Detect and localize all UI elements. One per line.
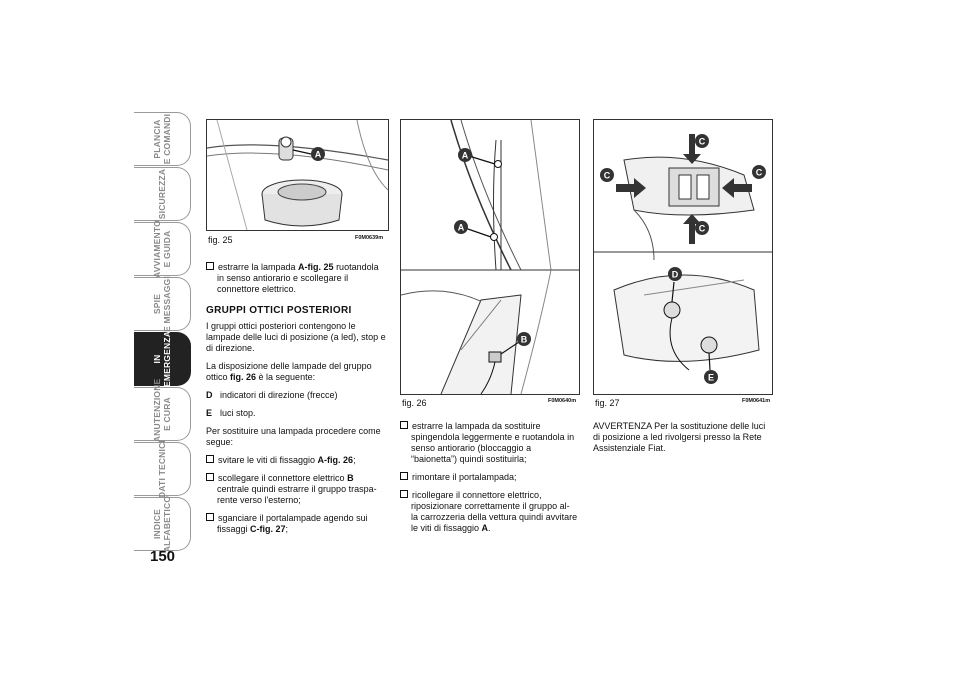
checkbox-icon: [206, 455, 214, 463]
checkbox-icon: [206, 513, 214, 521]
checkbox-icon: [206, 473, 214, 481]
figure-26: A A B: [400, 119, 580, 395]
fig27-illustration: C C C C D E: [594, 120, 772, 394]
figure-25: A: [206, 119, 389, 231]
col1-bullet-2: svitare le viti di fissaggio A-fig. 26;: [206, 455, 388, 466]
fig25-callout-a: A: [315, 150, 322, 160]
tab-indice[interactable]: INDICE ALFABETICO: [134, 496, 191, 552]
fig27-callout-c1: C: [699, 137, 706, 147]
tab-sicurezza[interactable]: SICUREZZA: [134, 167, 191, 221]
tab-avviamento[interactable]: AVVIAMENTO E GUIDA: [134, 220, 191, 278]
fig26-label: fig. 26: [402, 398, 427, 408]
warning-text: AVVERTENZA Per la sostituzione delle luc…: [593, 421, 766, 453]
section-heading: GRUPPI OTTICI POSTERIORI: [206, 305, 352, 316]
fig27-callout-d: D: [672, 270, 679, 280]
col1-bullet-3: scollegare il connettore elettrico B cen…: [206, 473, 388, 506]
fig27-callout-c2: C: [604, 171, 611, 181]
fig26-code: F0M0640m: [548, 398, 577, 404]
col1-para-2: La disposizione delle lampade del gruppo…: [206, 361, 372, 382]
fig25-label: fig. 25: [208, 235, 233, 245]
fig25-code: F0M0639m: [355, 235, 384, 241]
fig27-callout-e: E: [708, 373, 714, 383]
col2-bullet-3: ricollegare il connettore elettrico, rip…: [400, 490, 578, 534]
fig26-callout-a1: A: [462, 151, 469, 161]
tab-spie[interactable]: SPIE E MESSAGGI: [134, 276, 191, 332]
col1-para-3: Per sostituire una lampada procedere com…: [206, 426, 381, 447]
tab-dati-tecnici[interactable]: DATI TECNICI: [134, 440, 191, 498]
col1-bullet-4: sganciare il portalampade agendo sui fis…: [206, 513, 388, 535]
checkbox-icon: [400, 490, 408, 498]
column-3: AVVERTENZA Per la sostituzione delle luc…: [593, 421, 773, 461]
tab-manutenzione[interactable]: MANUTENZIONE E CURA: [134, 379, 191, 449]
fig26-callout-a2: A: [458, 223, 465, 233]
checkbox-icon: [206, 262, 214, 270]
fig27-callout-c4: C: [699, 224, 706, 234]
fig27-label: fig. 27: [595, 398, 620, 408]
col2-bullet-2: rimontare il portalampada;: [400, 472, 578, 483]
fig27-code: F0M0641m: [742, 398, 771, 404]
fig26-illustration: A A B: [401, 120, 579, 394]
page-number: 150: [150, 548, 176, 565]
fig27-callout-c3: C: [756, 168, 763, 178]
figure-27: C C C C D E: [593, 119, 773, 395]
col1-para-1: I gruppi ottici posteriori contengono le…: [206, 321, 386, 353]
checkbox-icon: [400, 472, 408, 480]
col1-bullet-1: estrarre la lampada A-fig. 25 ruotandola…: [206, 262, 388, 295]
col2-bullet-1: estrarre la lampada da sostituire spinge…: [400, 421, 578, 465]
checkbox-icon: [400, 421, 408, 429]
tab-emergenza[interactable]: IN EMERGENZA: [134, 331, 191, 387]
fig26-callout-b: B: [521, 335, 528, 345]
column-2: estrarre la lampada da sostituire spinge…: [400, 421, 578, 541]
tab-plancia[interactable]: PLANCIA E COMANDI: [134, 112, 191, 166]
column-1: estrarre la lampada A-fig. 25 ruotandola…: [206, 262, 388, 542]
fig25-illustration: A: [207, 120, 388, 230]
